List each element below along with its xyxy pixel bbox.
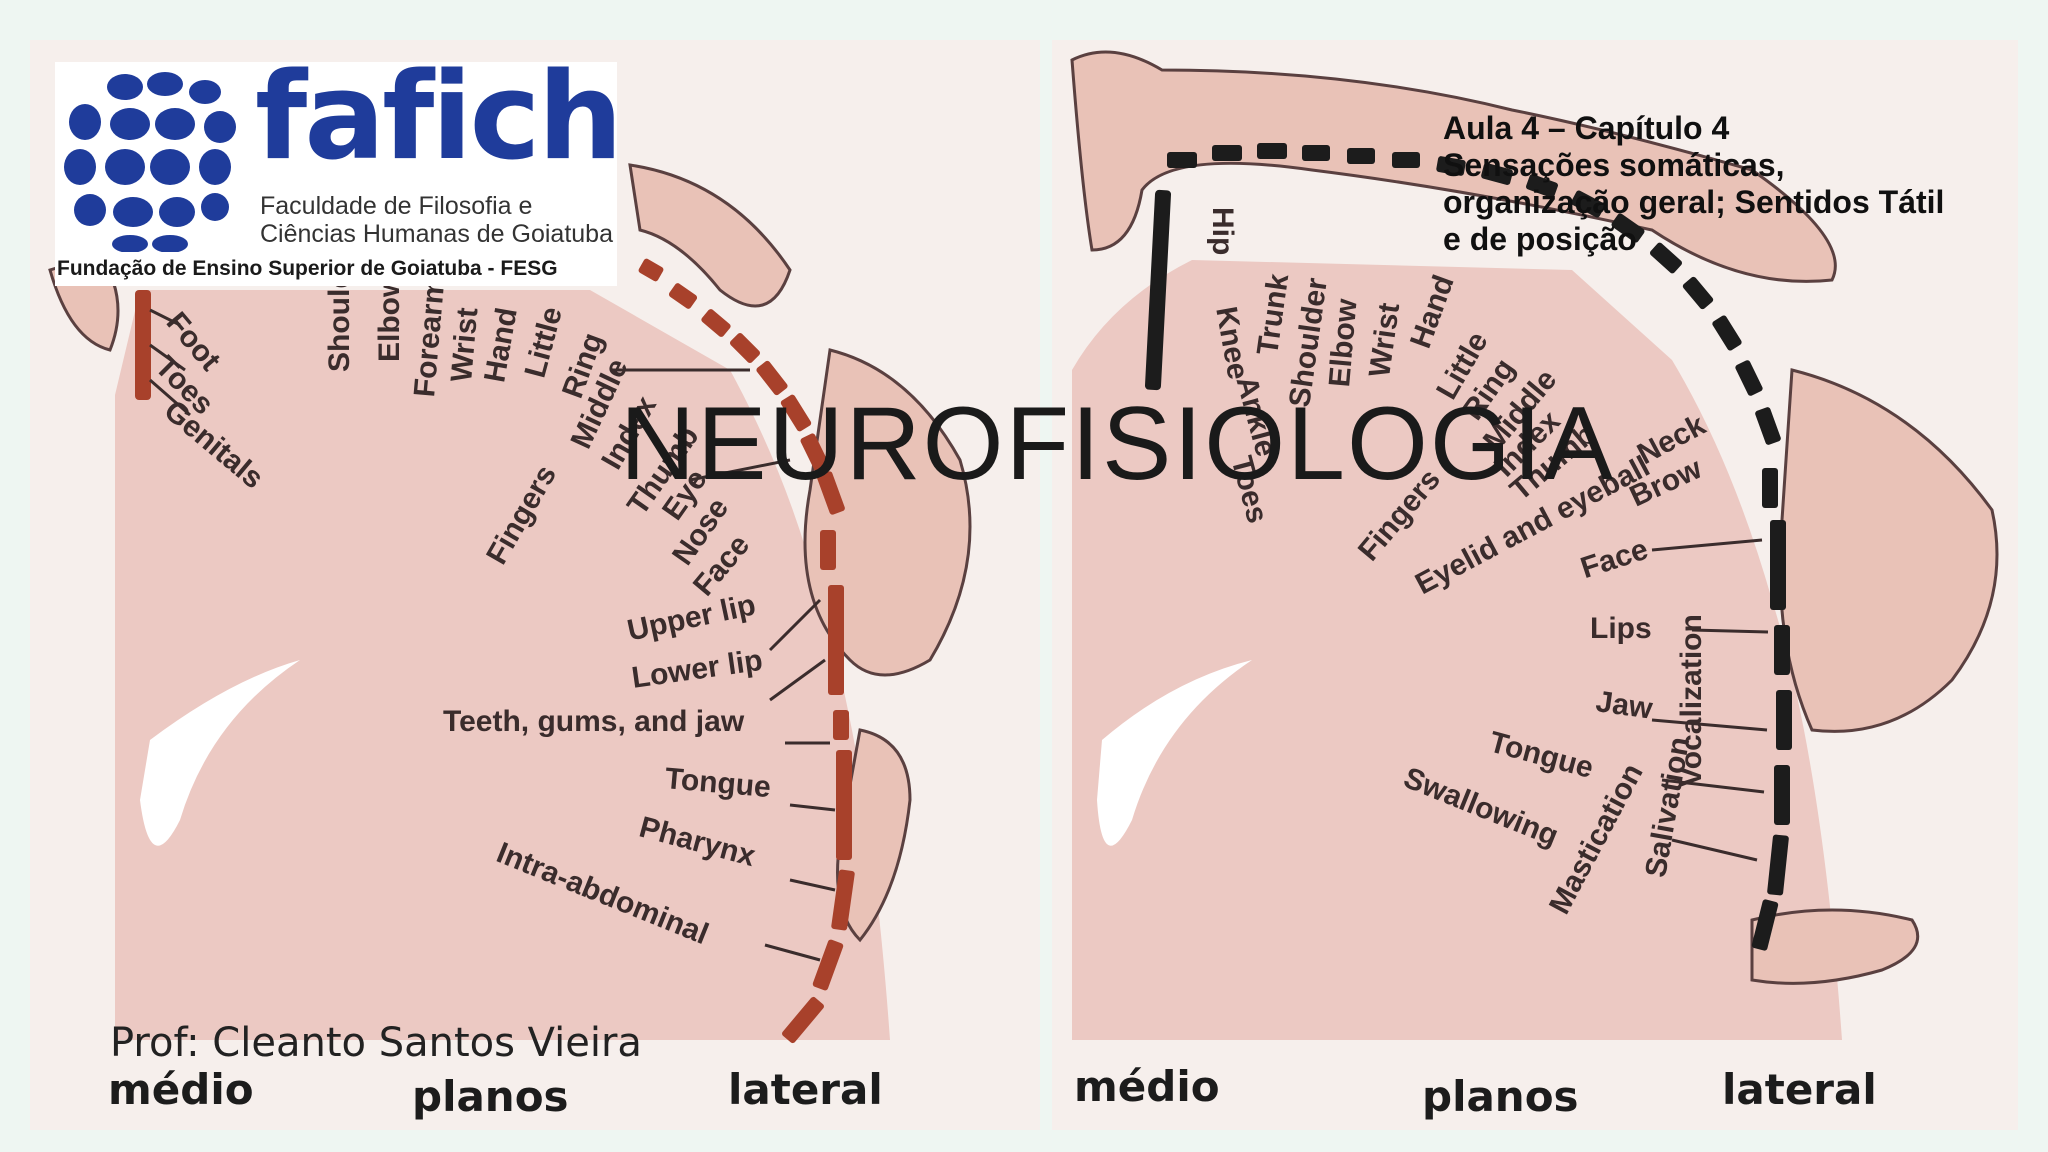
homunculus-tongue bbox=[1750, 908, 1920, 985]
motor-homunculus-drawing bbox=[1070, 50, 1999, 1040]
fafich-logo: fafich Faculdade de Filosofia e Ciências… bbox=[55, 48, 623, 286]
left-label-planos: planos bbox=[412, 1072, 569, 1121]
label-teeth-gums-jaw: Teeth, gums, and jaw bbox=[443, 705, 745, 738]
left-label-lateral: lateral bbox=[728, 1065, 883, 1114]
motor-homunculus-panel bbox=[1052, 40, 2018, 1130]
homunculus-hand bbox=[628, 163, 792, 308]
label-elbow: Elbow bbox=[373, 273, 406, 362]
label-hip: Hip bbox=[1206, 207, 1239, 256]
left-label-medio: médio bbox=[108, 1065, 254, 1114]
motor-leader-lines bbox=[1651, 538, 1769, 862]
sensory-leader-lines bbox=[149, 308, 836, 962]
logo-subtitle-line1: Faculdade de Filosofia e bbox=[260, 192, 533, 220]
ventricle-shape bbox=[140, 660, 300, 846]
motor-bars bbox=[1144, 143, 1792, 951]
homunculus-head bbox=[1778, 368, 1999, 733]
ventricle-shape bbox=[1097, 660, 1252, 846]
sensory-bars bbox=[135, 258, 855, 1044]
logo-subtitle-line2: Ciências Humanas de Goiatuba bbox=[260, 220, 613, 248]
subtitle-line-2: Sensações somáticas, bbox=[1443, 147, 1785, 183]
logo-foundation: Fundação de Ensino Superior de Goiatuba … bbox=[57, 257, 558, 280]
author-name: Prof: Cleanto Santos Vieira bbox=[110, 1020, 642, 1066]
subtitle-line-3: organização geral; Sentidos Tátil bbox=[1443, 184, 1945, 220]
label-lips: Lips bbox=[1590, 612, 1652, 645]
right-label-medio: médio bbox=[1074, 1062, 1220, 1111]
brain-section bbox=[1072, 260, 1842, 1040]
right-label-planos: planos bbox=[1422, 1072, 1579, 1121]
subtitle-line-1: Aula 4 – Capítulo 4 bbox=[1443, 110, 1730, 146]
logo-name: fafich bbox=[255, 48, 623, 187]
globe-icon bbox=[64, 72, 236, 252]
subtitle-line-4: e de posição bbox=[1443, 221, 1637, 257]
slide-title: NEUROFISIOLOGIA bbox=[620, 386, 1616, 502]
homunculus-head bbox=[803, 348, 972, 677]
slide-subtitle: Aula 4 – Capítulo 4 Sensações somáticas,… bbox=[1443, 110, 1963, 258]
right-label-lateral: lateral bbox=[1722, 1065, 1877, 1114]
